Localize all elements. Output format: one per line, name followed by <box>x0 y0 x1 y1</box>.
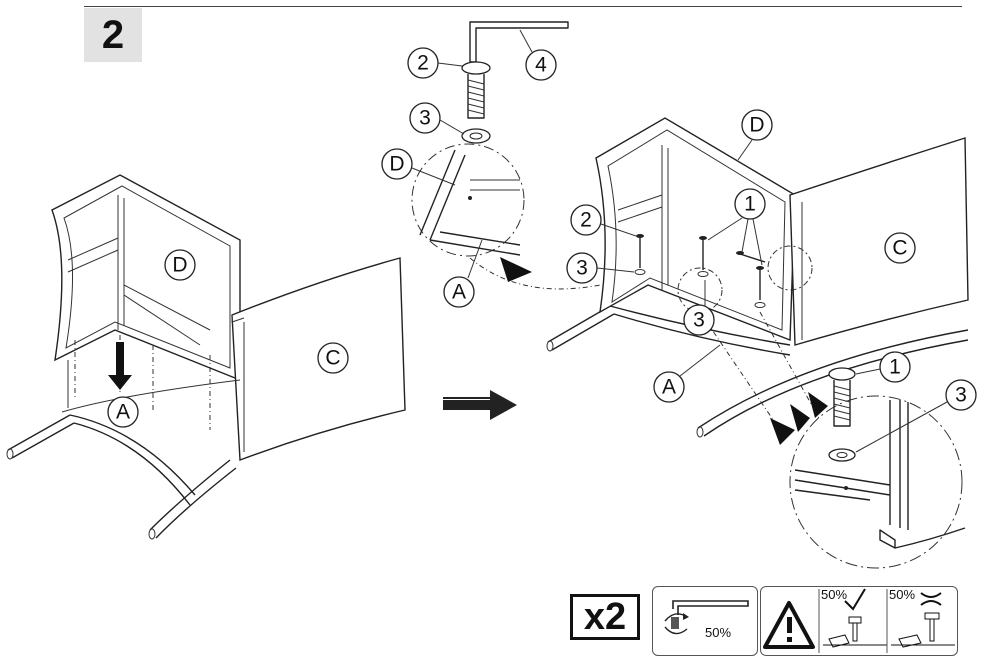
header-rule <box>84 6 962 7</box>
callout-2-right: 2 <box>570 204 602 236</box>
warning-triangle-icon <box>763 601 815 649</box>
callout-a-left: A <box>107 396 139 428</box>
svg-text:4: 4 <box>535 54 547 77</box>
svg-text:D: D <box>389 153 404 176</box>
svg-text:A: A <box>662 376 676 399</box>
warning-instruction-box: 50% 50% <box>760 586 958 656</box>
svg-text:1: 1 <box>744 193 756 216</box>
quantity-label: x2 <box>583 596 627 638</box>
callout-3-detail: 3 <box>945 379 977 411</box>
svg-text:1: 1 <box>889 356 901 379</box>
callout-1-detail: 1 <box>879 351 911 383</box>
svg-text:D: D <box>172 254 187 277</box>
bolt-detail <box>411 21 601 290</box>
right-assembly <box>546 117 969 445</box>
svg-text:3: 3 <box>576 257 588 280</box>
svg-text:A: A <box>452 281 466 304</box>
cross-mark-icon <box>920 592 942 606</box>
callout-1-right: 1 <box>734 188 766 220</box>
quantity-badge: x2 <box>570 594 640 640</box>
callout-c-left: C <box>317 342 349 374</box>
svg-text:A: A <box>116 401 130 424</box>
callout-d-top: D <box>381 148 413 180</box>
direction-arrow <box>443 390 517 420</box>
tighten-instruction-box: 50% <box>652 586 758 656</box>
svg-text:3: 3 <box>693 309 705 332</box>
allen-key-icon <box>664 600 749 635</box>
wrong-percent: 50% <box>889 587 916 602</box>
bottom-detail <box>789 367 966 569</box>
callout-4-top: 4 <box>525 49 557 81</box>
callout-3-top: 3 <box>409 102 441 134</box>
hand-bolt-correct-icon <box>823 616 887 648</box>
svg-text:3: 3 <box>955 384 967 407</box>
callout-c-right: C <box>884 232 916 264</box>
step-number-box: 2 <box>84 8 142 62</box>
warning-panel-art <box>763 588 955 653</box>
svg-text:2: 2 <box>417 52 429 75</box>
callout-a-right: A <box>653 371 685 403</box>
callout-2-top: 2 <box>407 47 439 79</box>
svg-text:C: C <box>892 237 907 260</box>
hand-bolt-wrong-icon <box>891 612 955 648</box>
callout-3-right-lower: 3 <box>683 304 715 336</box>
callout-3-right: 3 <box>566 252 598 284</box>
checkmark-icon <box>844 588 866 611</box>
correct-percent: 50% <box>821 587 848 602</box>
callout-d-right: D <box>741 109 773 141</box>
tighten-percent: 50% <box>705 625 732 640</box>
callout-a-top: A <box>443 276 475 308</box>
svg-text:2: 2 <box>580 209 592 232</box>
step-number: 2 <box>101 12 125 57</box>
svg-text:C: C <box>325 347 340 370</box>
callout-d-left: D <box>164 249 196 281</box>
svg-text:D: D <box>749 114 764 137</box>
svg-text:3: 3 <box>419 107 431 130</box>
